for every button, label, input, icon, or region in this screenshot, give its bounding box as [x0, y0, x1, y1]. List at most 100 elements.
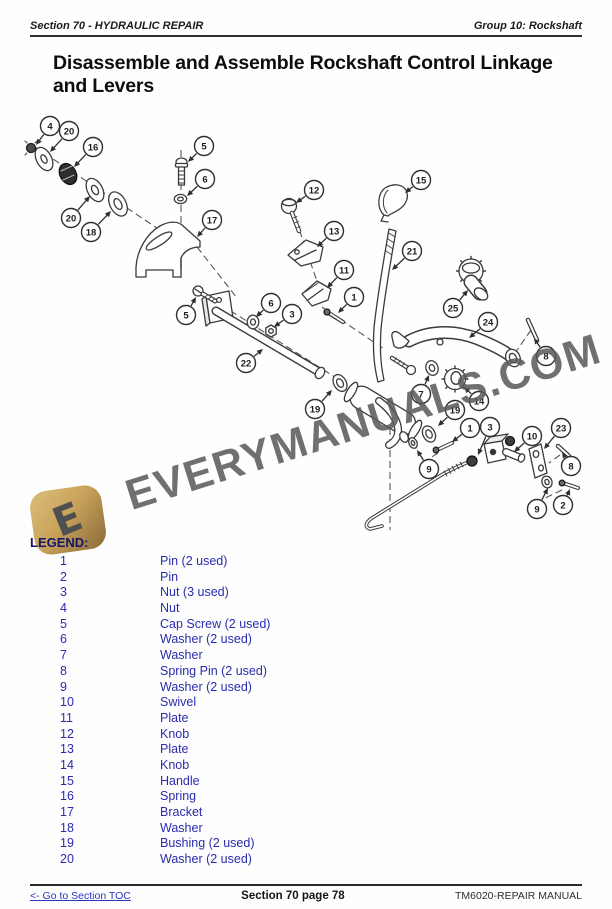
legend-item-number: 1 — [60, 554, 67, 568]
legend-item-description: Knob — [160, 757, 190, 772]
legend-item-number: 19 — [60, 836, 74, 851]
page-footer: <- Go to Section TOC Section 70 page 78 … — [30, 884, 582, 902]
callout-9: 9 — [526, 488, 548, 520]
callout-18: 18 — [80, 211, 111, 243]
callout-number: 19 — [450, 405, 461, 416]
bracket-part-17 — [135, 221, 201, 278]
callout-2: 2 — [552, 489, 574, 516]
callout-number: 8 — [543, 351, 548, 362]
callout-number: 6 — [202, 174, 207, 185]
nut-part-3a — [265, 324, 277, 338]
bushing-part-19b — [421, 425, 437, 443]
callout-number: 11 — [339, 265, 350, 276]
legend-item-number: 3 — [60, 585, 67, 600]
callout-number: 21 — [407, 246, 418, 257]
callout-number: 20 — [66, 213, 77, 224]
legend-row: 1 Pin (2 used) — [30, 554, 582, 570]
washer-part-6a — [173, 193, 188, 205]
washer-part-20b — [85, 177, 105, 203]
bushing-part-19a — [332, 373, 348, 393]
legend-item-description: Cap Screw (2 used) — [160, 616, 271, 631]
plate-part-23 — [528, 443, 548, 479]
legend-item-number: 16 — [60, 789, 74, 804]
bellcrank-lower — [375, 397, 403, 449]
callout-number: 19 — [310, 404, 321, 415]
legend-item-description: Nut — [160, 601, 180, 616]
legend-item-number: 11 — [60, 710, 73, 725]
nut-part-3b — [466, 455, 478, 467]
page-title: Disassemble and Assemble Rockshaft Contr… — [53, 52, 553, 97]
callout-20: 20 — [60, 196, 90, 229]
callout-13: 13 — [317, 220, 345, 247]
cap-screw-part-5a — [174, 157, 189, 186]
legend-item-description: Washer — [160, 820, 203, 835]
legend-item-description: Pin (2 used) — [160, 554, 228, 568]
callout-number: 1 — [351, 292, 357, 303]
callout-11: 11 — [327, 259, 355, 288]
header-section-label: Section 70 - HYDRAULIC REPAIR — [30, 20, 204, 32]
legend-item-number: 14 — [60, 757, 74, 772]
swivel-part-10 — [483, 433, 526, 464]
plate-part-13 — [287, 239, 324, 267]
callout-15: 15 — [405, 169, 432, 193]
legend-item-description: Plate — [160, 710, 189, 725]
legend-item-description: Nut (3 used) — [160, 585, 229, 600]
callout-10: 10 — [514, 425, 543, 452]
callout-number: 9 — [534, 504, 539, 515]
header-group-label: Group 10: Rockshaft — [473, 20, 582, 32]
callout-20: 20 — [50, 120, 80, 152]
callout-6: 6 — [187, 168, 216, 196]
washer-part-20a — [34, 146, 54, 172]
callout-14: 14 — [464, 387, 490, 412]
legend-row: 18 Washer — [30, 821, 582, 837]
legend-item-number: 17 — [60, 805, 74, 819]
callout-21: 21 — [392, 240, 423, 270]
legend-item-number: 4 — [60, 601, 67, 616]
callout-number: 6 — [268, 298, 273, 309]
legend-row: 14 Knob — [30, 758, 582, 774]
legend-item-description: Plate — [160, 742, 189, 757]
go-to-section-toc-link[interactable]: <- Go to Section TOC — [30, 890, 131, 902]
legend-item-description: Spring — [160, 789, 197, 804]
legend-item-number: 15 — [60, 773, 74, 788]
callout-number: 3 — [487, 422, 492, 433]
callout-number: 7 — [418, 389, 423, 400]
bolt-near-7 — [389, 355, 417, 376]
callout-number: 10 — [527, 431, 538, 442]
callout-3: 3 — [477, 416, 501, 455]
legend-row: 15 Handle — [30, 774, 582, 790]
legend-item-description: Washer (2 used) — [160, 679, 252, 694]
legend-item-description: Bracket — [160, 805, 203, 819]
legend-row: 3 Nut (3 used) — [30, 585, 582, 601]
legend-item-description: Pin — [160, 569, 179, 584]
legend-item-description: Handle — [160, 773, 200, 788]
spring-pin-part-8b — [555, 443, 572, 459]
callout-number: 24 — [483, 317, 494, 328]
callout-25: 25 — [442, 290, 468, 319]
callout-number: 14 — [474, 396, 485, 407]
legend-item-description: Bushing (2 used) — [160, 836, 255, 851]
callout-7: 7 — [410, 375, 432, 405]
callout-number: 16 — [88, 142, 99, 153]
callout-1: 1 — [452, 417, 481, 442]
legend-row: 11 Plate — [30, 711, 582, 727]
callout-number: 9 — [426, 464, 431, 475]
spring-part-16 — [58, 162, 78, 186]
legend-item-description: Washer (2 used) — [160, 852, 252, 867]
callout-17: 17 — [197, 209, 223, 237]
callout-number: 12 — [309, 185, 320, 196]
cap-screw-part-5b — [192, 285, 218, 304]
legend-item-description: Washer (2 used) — [160, 632, 252, 647]
legend-item-description: Washer — [160, 648, 203, 663]
arm-part-24 — [391, 326, 522, 368]
legend-item-number: 18 — [60, 820, 74, 835]
callout-24: 24 — [469, 311, 499, 338]
page-header: Section 70 - HYDRAULIC REPAIR Group 10: … — [30, 10, 582, 37]
callout-number: 15 — [416, 175, 427, 186]
callout-12: 12 — [296, 179, 325, 203]
